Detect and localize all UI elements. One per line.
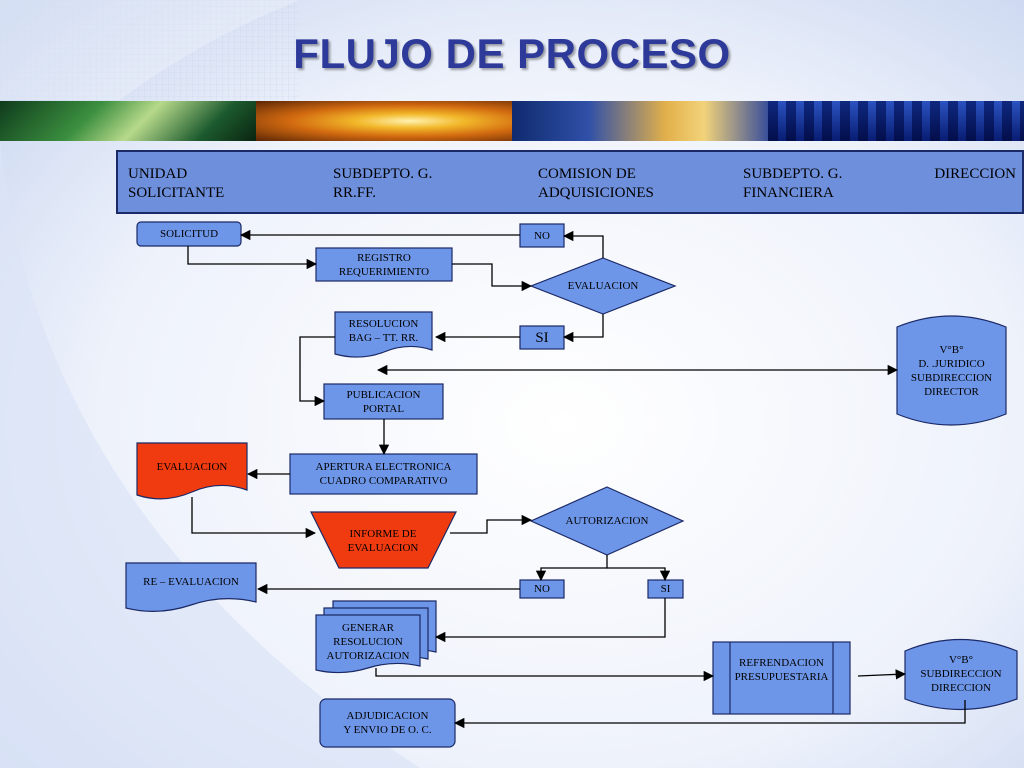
adjudicacion-label: ADJUDICACION Y ENVIO DE O. C. <box>343 710 432 736</box>
vb-direccion-label: V°B° SUBDIRECCION DIRECCION <box>920 654 1002 694</box>
refrendacion-box <box>712 641 851 715</box>
page-title: FLUJO DE PROCESO <box>293 30 731 77</box>
vb-juridico-shape <box>896 315 1007 426</box>
evaluacion-red-label: EVALUACION <box>156 461 228 473</box>
arrow-informe-to-autorizacion <box>450 514 533 534</box>
arrow-generar-to-refrendacion <box>375 668 715 682</box>
header-unidad-solicitante: UNIDAD SOLICITANTE <box>128 166 225 201</box>
resolucion-doc <box>334 311 433 358</box>
vb-juridico-label: V°B° D. .JURIDICO SUBDIRECCION DIRECTOR <box>910 344 993 398</box>
registro-label: REGISTRO REQUERIMIENTO <box>338 251 430 278</box>
arrow-registro-to-evaluacion <box>452 263 533 292</box>
arrow-autorizacion-to-si <box>607 567 671 582</box>
no-bottom-label: NO <box>534 583 550 595</box>
arrow-si-to-generar <box>434 598 666 643</box>
informe-label: INFORME DE EVALUACION <box>347 528 419 554</box>
responsibles-header: UNIDAD SOLICITANTE SUBDEPTO. G. RR.FF. C… <box>116 150 1024 214</box>
si-top-label: SI <box>535 329 549 346</box>
arrow-evaluacion-to-no <box>562 230 604 258</box>
generar-label: GENERAR RESOLUCION AUTORIZACION <box>326 622 410 662</box>
no-top-label: NO <box>534 229 550 242</box>
publicacion-box <box>323 383 444 420</box>
registro-box <box>315 247 453 282</box>
evaluacion-diamond-label: EVALUACION <box>567 280 639 292</box>
arrow-evaluacion-to-informe <box>191 497 317 539</box>
banner-disk-image <box>256 101 512 141</box>
publicacion-label: PUBLICACION PORTAL <box>346 388 421 415</box>
refrendacion-label: REFRENDACION PRESUPUESTARIA <box>734 657 829 683</box>
header-direccion: DIRECCION <box>934 166 1016 182</box>
header-subdepto-rrff: SUBDEPTO. G. RR.FF. <box>333 166 433 201</box>
banner-lab-image <box>512 101 768 141</box>
evaluacion-red-doc <box>136 442 248 500</box>
apertura-label: APERTURA ELECTRONICA CUADRO COMPARATIVO <box>315 461 452 487</box>
vb-direccion-shape <box>904 638 1018 711</box>
arrow-solicitud-to-registro <box>187 246 318 270</box>
banner-tech-image <box>0 101 256 141</box>
arrow-refrendacion-to-vb <box>857 669 907 680</box>
arrow-vb-to-adjudicacion <box>453 700 966 729</box>
si-bottom-label: SI <box>660 583 671 595</box>
solicitud-label: SOLICITUD <box>159 228 219 240</box>
resolucion-label: RESOLUCION BAG – TT. RR. <box>348 318 419 344</box>
re-evaluacion-doc <box>125 562 257 612</box>
arrow-autorizacion-branch <box>535 555 608 582</box>
autorizacion-label: AUTORIZACION <box>565 515 649 527</box>
apertura-box <box>289 453 478 495</box>
arrow-resolucion-to-publicacion <box>299 336 335 407</box>
generar-doc-front <box>315 614 421 674</box>
informe-trapezoid <box>310 511 457 569</box>
photo-banner <box>0 101 1024 141</box>
re-evaluacion-label: RE – EVALUACION <box>143 576 239 588</box>
header-subdepto-financiera: SUBDEPTO. G. FINANCIERA <box>743 166 843 201</box>
banner-keyboard-image <box>768 101 1024 141</box>
header-comision-adquisiciones: COMISION DE ADQUISICIONES <box>538 166 654 201</box>
arrow-evaluacion-to-si <box>562 314 604 343</box>
